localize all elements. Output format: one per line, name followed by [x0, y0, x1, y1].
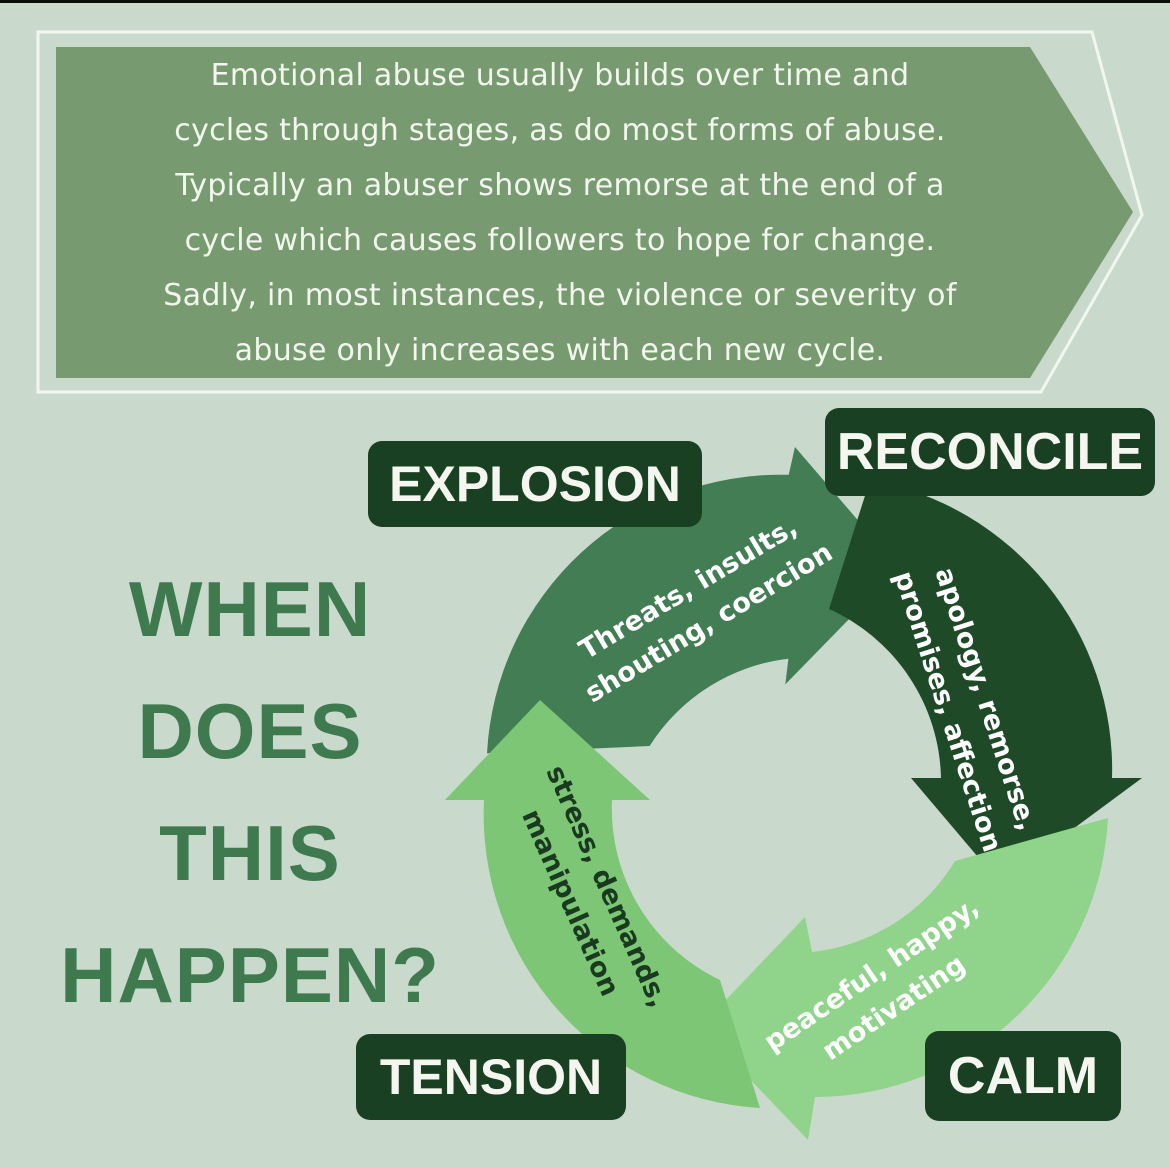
banner-outline	[36, 30, 1144, 394]
question-line: THIS	[159, 809, 341, 897]
intro-paragraph: Emotional abuse usually builds over time…	[60, 48, 1060, 378]
intro-line: cycles through stages, as do most forms …	[174, 113, 946, 148]
intro-line: Typically an abuser shows remorse at the…	[175, 168, 945, 203]
calm-arrow	[700, 818, 1108, 1140]
reconcile-arrow	[829, 480, 1142, 883]
tension-label: TENSION	[356, 1034, 626, 1120]
intro-line: Sadly, in most instances, the violence o…	[163, 278, 957, 313]
intro-line: abuse only increases with each new cycle…	[234, 333, 886, 368]
question-line: HAPPEN?	[60, 931, 440, 1019]
explosion-arrow	[487, 447, 899, 754]
question-heading: WHEN DOES THIS HAPPEN?	[60, 548, 440, 1036]
question-line: WHEN	[128, 565, 372, 653]
reconcile-label: RECONCILE	[825, 408, 1155, 496]
question-line: DOES	[137, 687, 363, 775]
calm-label: CALM	[925, 1031, 1121, 1121]
top-border	[0, 0, 1170, 3]
explosion-label: EXPLOSION	[368, 441, 702, 527]
banner-fill	[56, 47, 1133, 378]
tension-arrow	[445, 700, 760, 1108]
intro-line: Emotional abuse usually builds over time…	[210, 58, 910, 93]
intro-line: cycle which causes followers to hope for…	[184, 223, 936, 258]
